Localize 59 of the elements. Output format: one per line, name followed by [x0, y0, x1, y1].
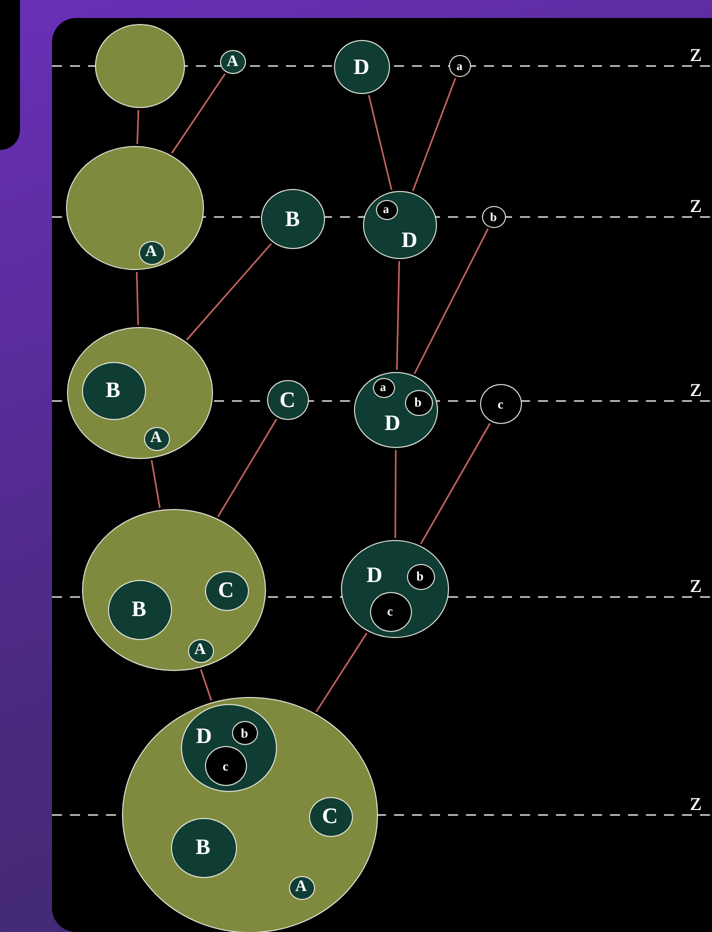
connector-line — [150, 460, 161, 508]
connector-line — [200, 669, 212, 701]
level-label: z — [690, 191, 702, 217]
connector-line — [394, 450, 397, 538]
circle-label: B — [106, 379, 120, 401]
circle-label: A — [194, 642, 206, 658]
circle-label: a — [456, 60, 462, 72]
connector-line — [420, 422, 491, 544]
connector-line — [136, 272, 139, 326]
connector-line — [316, 632, 368, 712]
circle-label: b — [490, 210, 497, 222]
circle-node — [205, 746, 247, 786]
circle-label: A — [150, 430, 162, 446]
circle-label: D — [354, 56, 370, 78]
circle-label: C — [322, 805, 338, 827]
circle-label: c — [498, 397, 504, 410]
circle-node — [370, 592, 412, 632]
connector-line — [136, 110, 140, 144]
circle-label: B — [196, 836, 210, 858]
circle-label: a — [380, 381, 386, 393]
circle-label: b — [240, 726, 248, 739]
circle-label: a — [383, 203, 389, 215]
level-label: z — [690, 40, 702, 66]
circle-node — [144, 426, 170, 450]
circle-label: A — [145, 244, 157, 260]
circle-node — [232, 721, 258, 745]
circle-label: B — [285, 208, 300, 230]
circle-label: D — [366, 564, 382, 586]
connector-line — [171, 73, 226, 154]
circle-label: D — [196, 725, 212, 747]
circle-node — [308, 796, 352, 836]
circle-label: A — [226, 54, 238, 70]
circle-node — [138, 240, 164, 264]
connector-line — [186, 243, 272, 340]
connector-line — [217, 418, 278, 518]
circle-node — [204, 570, 248, 610]
circle-label: b — [414, 396, 422, 408]
circle-label: c — [387, 604, 393, 618]
circle-label: C — [218, 579, 234, 601]
circle-node — [288, 876, 314, 900]
circle-node — [376, 200, 398, 220]
level-label: z — [690, 571, 702, 597]
circle-label: c — [222, 759, 228, 772]
connector-line — [396, 260, 400, 370]
connector-line — [368, 95, 392, 190]
circle-node — [406, 564, 434, 590]
circle-label: b — [416, 570, 424, 582]
level-label: z — [690, 375, 702, 401]
circle-label: D — [384, 412, 400, 434]
circle-label: D — [402, 228, 418, 250]
circle-label: B — [132, 598, 146, 620]
level-label: z — [690, 789, 702, 815]
circle-node — [372, 378, 394, 398]
connector-line — [414, 228, 489, 374]
circle-node — [404, 390, 432, 416]
circle-label: C — [280, 388, 296, 410]
circle-node — [188, 638, 214, 662]
connector-line — [412, 78, 456, 192]
circle-label: A — [295, 879, 307, 895]
